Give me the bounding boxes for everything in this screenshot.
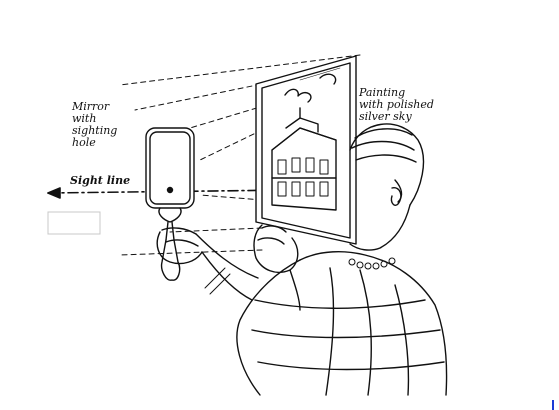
label-painting: Painting with polished silver sky: [359, 87, 479, 123]
label-mirror-line-4: hole: [72, 136, 96, 149]
man-head: [349, 123, 425, 251]
label-sight-line: Sight line: [70, 174, 131, 187]
label-mirror-line-2: with: [72, 112, 97, 125]
painting-frame: [255, 55, 357, 245]
hand-mirror: [156, 227, 259, 301]
label-mirror: Mirror with sighting hole: [72, 101, 152, 149]
label-painting-line-1: Painting: [359, 86, 406, 99]
hand-painting: [253, 224, 301, 311]
man-body: [236, 251, 448, 396]
corner-marker: [552, 400, 554, 410]
label-mirror-line-1: Mirror: [72, 100, 110, 113]
label-painting-line-3: silver sky: [359, 110, 412, 123]
label-mirror-line-3: sighting: [72, 124, 118, 137]
label-painting-line-2: with polished: [359, 98, 434, 111]
faint-artifact: [47, 211, 101, 235]
mirror: [145, 127, 195, 281]
